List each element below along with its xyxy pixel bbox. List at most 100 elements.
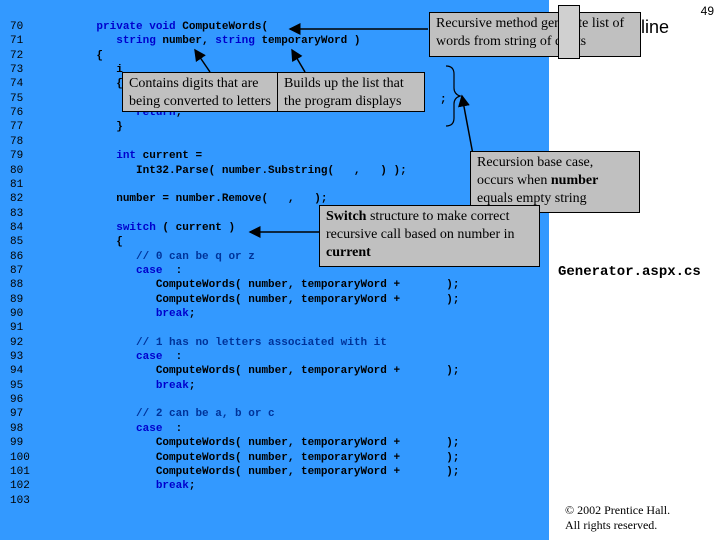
code-indent — [37, 308, 156, 320]
line75-semicolon: ; — [440, 94, 447, 106]
code-text: { — [116, 236, 123, 249]
code-text: number = number.Remove( , ); — [116, 193, 328, 206]
code-line: ComputeWords( number, temporaryWord + ); — [37, 364, 460, 378]
code-indent — [37, 121, 116, 133]
code-indent — [37, 251, 136, 263]
code-line: { — [37, 49, 103, 63]
code-keyword: private void — [96, 21, 176, 33]
code-text: { — [116, 78, 123, 91]
callout-digits: Contains digits that are being converted… — [122, 72, 287, 112]
code-line: { — [37, 235, 123, 249]
code-line: } — [37, 120, 123, 134]
code-line: switch ( current ) — [37, 221, 235, 235]
line-number: 74 — [10, 78, 24, 91]
line-number: 101 — [10, 465, 30, 478]
code-keyword: string — [215, 35, 255, 48]
code-keyword: int — [116, 150, 137, 163]
code-text: ComputeWords( number, temporaryWord + ); — [155, 437, 460, 450]
code-indent — [37, 236, 116, 248]
line-number: 99 — [10, 437, 24, 450]
code-indent — [37, 78, 116, 90]
callout-recursive-method: Recursive method generate list of words … — [429, 12, 641, 57]
outline-title-fragment: line — [641, 17, 670, 37]
code-text: : — [162, 351, 183, 364]
line-number: 103 — [10, 494, 30, 507]
code-keyword: case — [136, 264, 163, 277]
line-number: 96 — [10, 394, 24, 407]
line-number: 92 — [10, 336, 24, 349]
code-text: temporaryWord ) — [254, 35, 361, 48]
code-indent — [37, 466, 156, 478]
code-indent — [37, 351, 136, 363]
code-text: ComputeWords( number, temporaryWord + ); — [155, 279, 460, 292]
code-indent — [37, 408, 136, 420]
base-case-text-2: equals empty string — [477, 191, 587, 206]
code-text: i — [116, 64, 123, 77]
line-number: 84 — [10, 221, 24, 234]
code-line: // 0 can be q or z — [37, 250, 255, 264]
line-number: 87 — [10, 264, 24, 277]
code-text: ; — [188, 480, 196, 493]
line-number: 71 — [10, 35, 24, 48]
code-indent — [37, 64, 116, 76]
switch-bold: Switch — [326, 209, 367, 224]
code-line: ComputeWords( number, temporaryWord + ); — [37, 465, 460, 479]
code-indent — [37, 50, 96, 62]
code-text: ComputeWords( number, temporaryWord + ); — [155, 465, 460, 478]
code-indent — [37, 380, 156, 392]
code-line: i — [37, 63, 123, 77]
code-keyword: break — [155, 480, 189, 493]
code-text: ( current ) — [155, 221, 236, 234]
code-text: Int32.Parse( number.Substring( , ) ); — [136, 164, 407, 177]
code-indent — [37, 279, 156, 291]
code-line: break; — [37, 379, 196, 393]
copyright: © 2002 Prentice Hall. All rights reserve… — [565, 503, 670, 533]
line-number: 93 — [10, 351, 24, 364]
code-line: int current = — [37, 149, 202, 163]
page-number: 49 — [700, 4, 714, 18]
line-number: 98 — [10, 422, 24, 435]
code-line: private void ComputeWords( — [37, 20, 268, 34]
line-number: 77 — [10, 121, 24, 134]
line-number: 94 — [10, 365, 24, 378]
code-indent — [37, 294, 156, 306]
code-indent — [37, 193, 116, 205]
line-number: 88 — [10, 279, 24, 292]
code-keyword: switch — [116, 221, 156, 234]
copyright-line-1: © 2002 Prentice Hall. — [565, 503, 671, 517]
code-line: case : — [37, 350, 182, 364]
line-number: 102 — [10, 480, 30, 493]
code-text: : — [162, 422, 183, 435]
code-indent — [37, 265, 136, 277]
code-keyword: break — [155, 379, 189, 392]
line-number: 89 — [10, 293, 24, 306]
code-line: ComputeWords( number, temporaryWord + ); — [37, 278, 460, 292]
line-number: 97 — [10, 408, 24, 421]
code-text: number, — [155, 35, 216, 48]
code-line: break; — [37, 307, 196, 321]
code-indent — [37, 480, 156, 492]
code-indent — [37, 337, 136, 349]
code-indent — [37, 452, 156, 464]
line-number: 86 — [10, 250, 24, 263]
line-number: 79 — [10, 150, 24, 163]
code-line: ComputeWords( number, temporaryWord + ); — [37, 451, 460, 465]
code-indent — [37, 150, 116, 162]
line-number: 95 — [10, 379, 24, 392]
base-case-text-1: Recursion base case, occurs when — [477, 155, 594, 188]
code-text: ; — [188, 379, 196, 392]
line-number: 76 — [10, 107, 24, 120]
code-line: ComputeWords( number, temporaryWord + ); — [37, 293, 460, 307]
callout-base-case: Recursion base case, occurs when number … — [470, 151, 640, 213]
line-number: 80 — [10, 164, 24, 177]
outline-button[interactable] — [558, 5, 580, 59]
code-keyword: case — [136, 422, 163, 435]
line-number: 81 — [10, 178, 24, 191]
code-indent — [37, 222, 116, 234]
line-number: 85 — [10, 236, 24, 249]
code-indent — [37, 21, 96, 33]
code-line: case : — [37, 422, 182, 436]
code-text: { — [96, 49, 104, 62]
switch-current: current — [326, 245, 371, 260]
code-indent — [37, 365, 156, 377]
